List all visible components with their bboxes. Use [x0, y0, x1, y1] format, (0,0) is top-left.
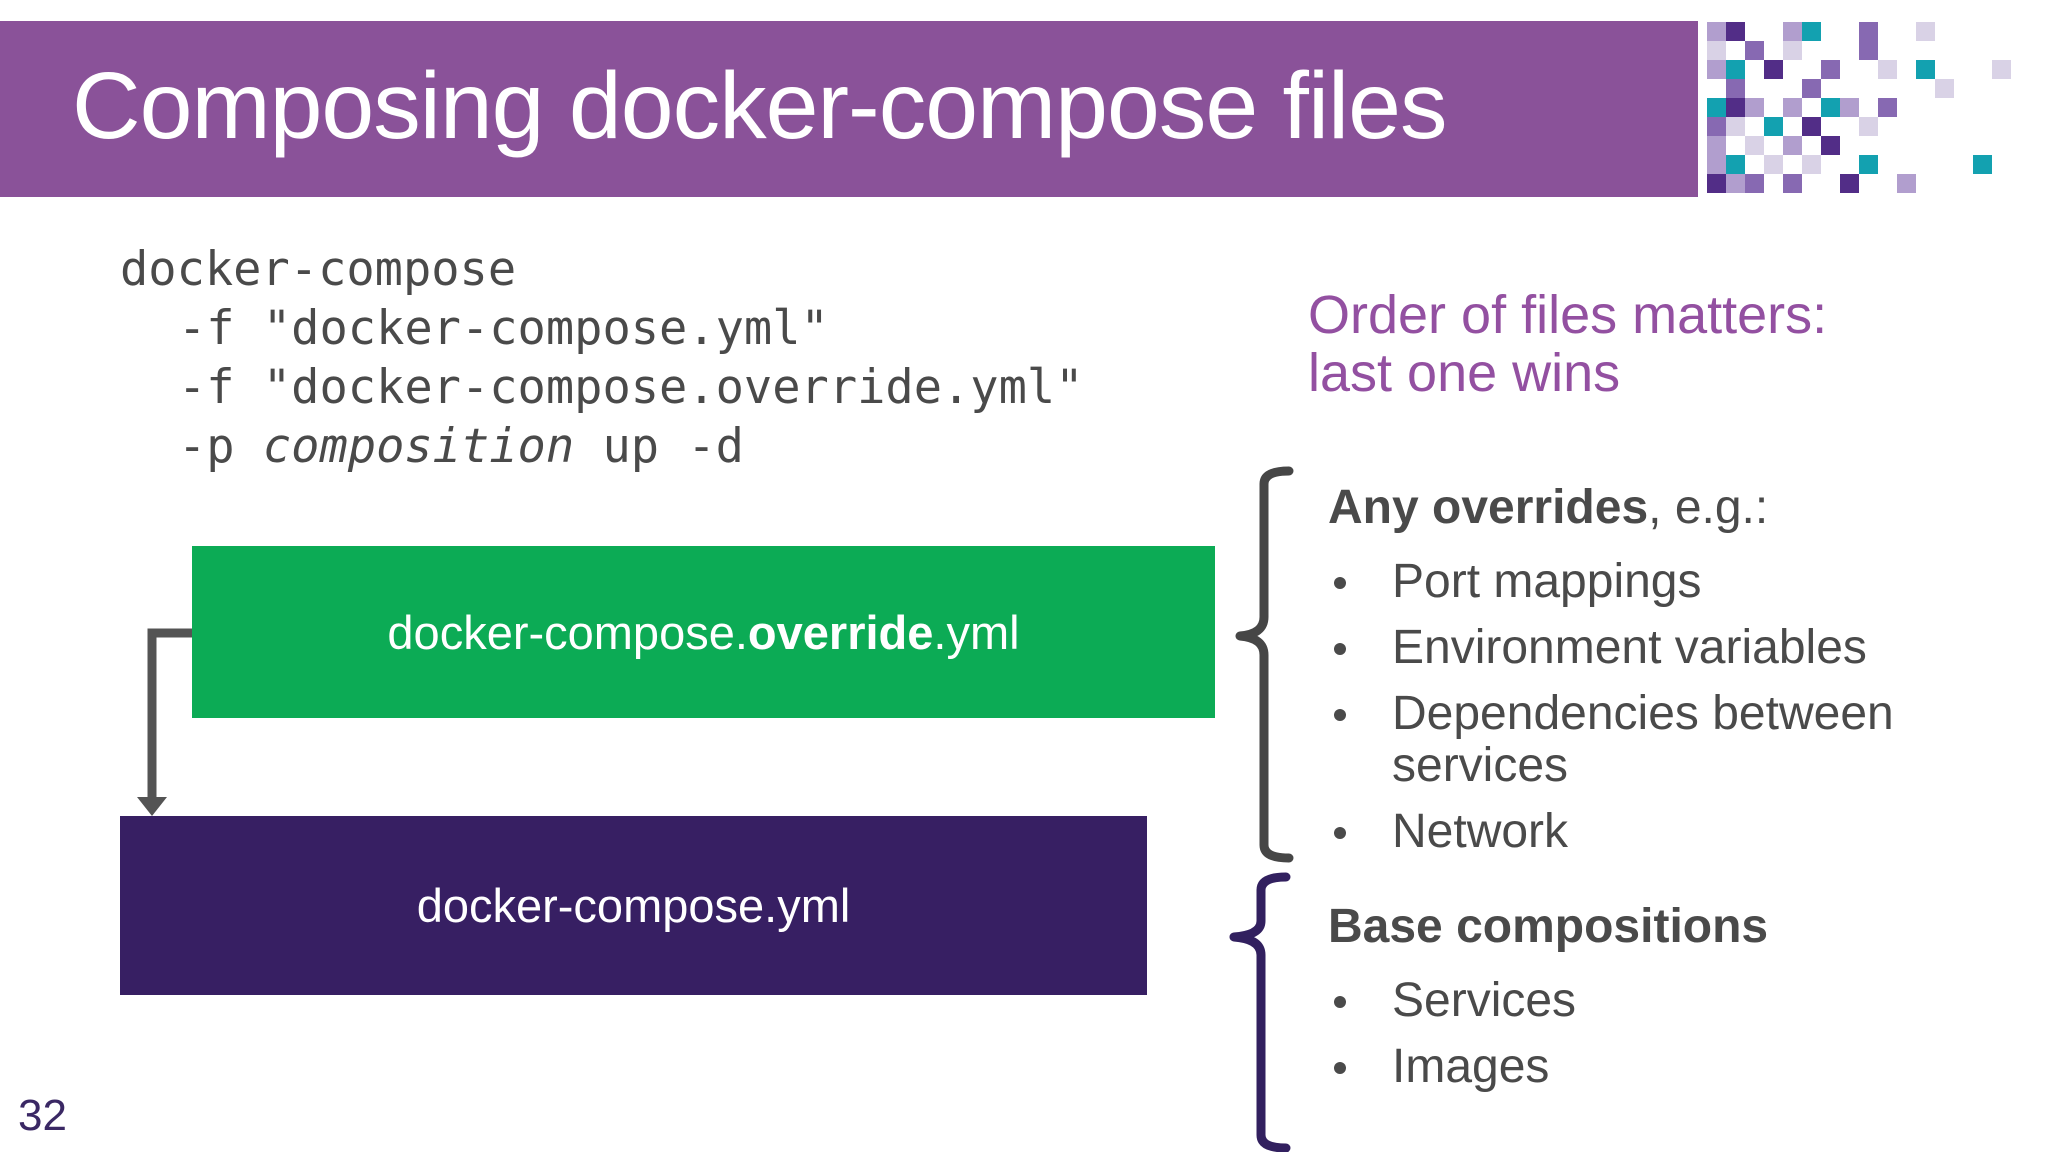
base-brace-icon: [1229, 872, 1291, 1152]
list-item: Network: [1328, 806, 1952, 858]
override-file-bold: override: [747, 605, 934, 659]
order-note: Order of files matters: last one wins: [1308, 286, 1827, 402]
code-line-project: -p composition up -d: [178, 417, 1083, 476]
code-tail: up -d: [574, 419, 744, 474]
bullet-icon: [1334, 827, 1346, 839]
list-item: Port mappings: [1328, 556, 1952, 608]
bullet-icon: [1334, 1062, 1346, 1074]
overrides-panel: Any overrides, e.g.: Port mappings Envir…: [1328, 482, 1952, 872]
list-item: Images: [1328, 1041, 1768, 1093]
list-item-label: Services: [1392, 974, 1577, 1027]
base-title-bold: Base compositions: [1328, 900, 1769, 953]
bullet-icon: [1334, 643, 1346, 655]
list-item-label: Dependencies between services: [1392, 687, 1894, 792]
overrides-title: Any overrides, e.g.:: [1328, 482, 1952, 534]
code-block: docker-compose -f "docker-compose.yml" -…: [120, 240, 1083, 476]
list-item-label: Images: [1392, 1040, 1550, 1093]
header-bar: Composing docker-compose files: [0, 21, 1698, 197]
arrow-line: [147, 628, 192, 799]
overrides-title-bold: Any overrides: [1328, 481, 1649, 534]
bullet-icon: [1334, 577, 1346, 589]
list-item-label: Network: [1392, 805, 1569, 858]
order-note-line1: Order of files matters:: [1308, 285, 1828, 345]
base-title: Base compositions: [1328, 901, 1768, 953]
overrides-items: Port mappings Environment variables Depe…: [1328, 556, 1952, 858]
page-title: Composing docker-compose files: [72, 52, 1447, 159]
list-item-label: Environment variables: [1392, 621, 1867, 674]
bullet-icon: [1334, 996, 1346, 1008]
bullet-icon: [1334, 709, 1346, 721]
base-file-box: docker-compose.yml: [120, 816, 1147, 995]
overrides-brace-icon: [1235, 466, 1294, 863]
list-item: Environment variables: [1328, 622, 1952, 674]
order-note-line2: last one wins: [1308, 343, 1621, 403]
list-item-label: Port mappings: [1392, 555, 1702, 608]
page-number: 32: [18, 1091, 67, 1140]
code-flag: -p: [178, 419, 263, 474]
list-item: Services: [1328, 975, 1768, 1027]
code-line-command: docker-compose: [120, 242, 517, 297]
base-panel: Base compositions Services Images: [1328, 901, 1768, 1107]
pixel-mosaic-icon: [1707, 22, 2011, 193]
code-line-file1: -f "docker-compose.yml": [178, 301, 829, 356]
override-file-box: docker-compose.override.yml: [192, 546, 1215, 718]
overrides-title-rest: , e.g.:: [1648, 481, 1769, 534]
base-file-label: docker-compose.yml: [416, 879, 851, 932]
override-file-prefix: docker-compose.: [387, 605, 748, 659]
base-items: Services Images: [1328, 975, 1768, 1093]
arrow-head-icon: [137, 797, 167, 816]
override-file-suffix: .yml: [933, 605, 1020, 659]
code-project-name: composition: [262, 419, 575, 474]
code-line-file2: -f "docker-compose.override.yml": [178, 360, 1084, 415]
list-item: Dependencies between services: [1328, 688, 1952, 792]
